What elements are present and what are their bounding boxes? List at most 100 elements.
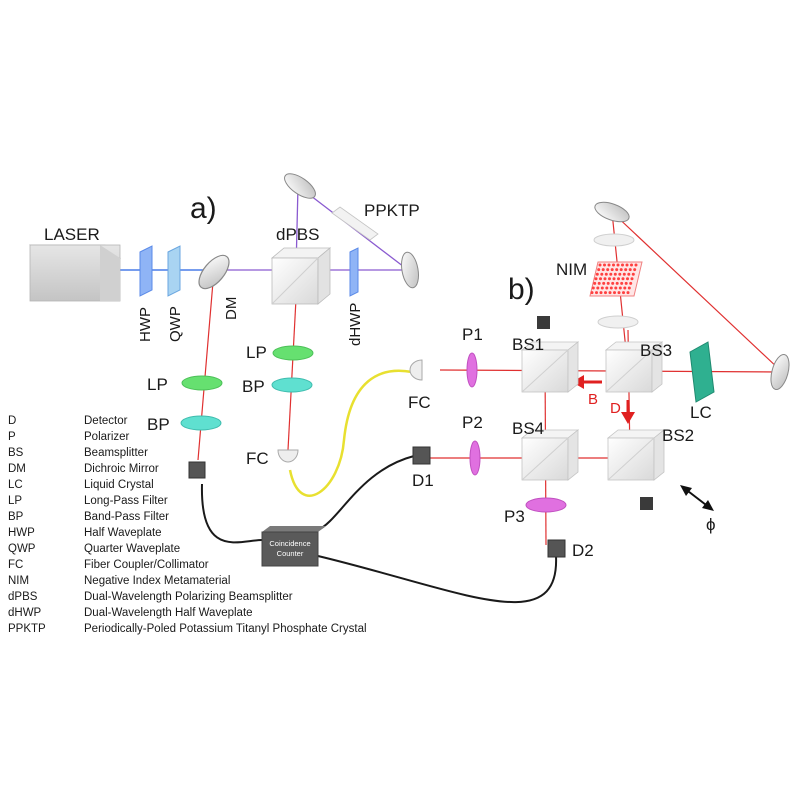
detector-d2 bbox=[547, 539, 566, 558]
lp-filter-left bbox=[181, 375, 223, 391]
legend-desc: Long-Pass Filter bbox=[84, 495, 168, 507]
coincidence-label-line2: Counter bbox=[277, 549, 304, 558]
bp-filter-left bbox=[180, 415, 222, 431]
nim-element bbox=[626, 277, 629, 281]
label-lp-left: LP bbox=[147, 375, 168, 394]
nim-element bbox=[611, 281, 615, 285]
nim-element bbox=[613, 291, 616, 295]
legend-abbr: D bbox=[8, 415, 17, 427]
label-lp-mid: LP bbox=[246, 343, 267, 362]
legend-row: dHWP Dual-Wavelength Half Waveplate bbox=[8, 605, 428, 621]
legend-row: BS Beamsplitter bbox=[8, 445, 428, 461]
legend-desc: Half Waveplate bbox=[84, 527, 162, 539]
nim-element bbox=[601, 268, 605, 272]
beamsplitter-bs1 bbox=[520, 341, 580, 393]
legend-desc: Dual-Wavelength Half Waveplate bbox=[84, 607, 253, 619]
nim-element bbox=[612, 263, 615, 267]
label-hwp: HWP bbox=[137, 307, 154, 342]
legend-abbr: BP bbox=[8, 511, 24, 523]
label-dpbs: dPBS bbox=[276, 225, 319, 244]
nim-element bbox=[615, 268, 619, 272]
label-qwp: QWP bbox=[167, 306, 184, 342]
mirror-far-right bbox=[770, 353, 790, 391]
legend-abbr: FC bbox=[8, 559, 24, 571]
label-phi: ϕ bbox=[706, 515, 716, 534]
beam-block-top bbox=[537, 316, 550, 329]
mirror-nim-top bbox=[594, 201, 630, 223]
nim-element bbox=[603, 277, 607, 281]
nim-element bbox=[613, 272, 617, 276]
nim-element bbox=[597, 268, 601, 272]
nim-element bbox=[624, 268, 628, 272]
label-bp-mid: BP bbox=[242, 377, 265, 396]
cable-left-detector bbox=[200, 483, 263, 544]
legend-abbr: dPBS bbox=[8, 591, 38, 603]
cable-d1 bbox=[317, 455, 415, 531]
legend-row: PPKTP Periodically-Poled Potassium Titany… bbox=[8, 621, 428, 637]
laser bbox=[28, 244, 122, 302]
label-bs2: BS2 bbox=[662, 426, 694, 445]
label-laser: LASER bbox=[44, 225, 100, 244]
coincidence-label-line1: Coincidence bbox=[269, 539, 310, 548]
legend-desc: Periodically-Poled Potassium Titanyl Pho… bbox=[84, 623, 367, 635]
bp-filter-mid bbox=[271, 377, 313, 393]
legend-abbr: DM bbox=[8, 463, 26, 475]
nim-element bbox=[621, 263, 624, 267]
nim-element bbox=[618, 286, 622, 290]
legend-desc: Quarter Waveplate bbox=[84, 543, 181, 555]
legend-abbr: LP bbox=[8, 495, 23, 507]
nim-element bbox=[623, 286, 627, 290]
nim-element bbox=[633, 268, 637, 272]
legend-abbr: dHWP bbox=[8, 607, 42, 619]
nim-element bbox=[608, 277, 611, 281]
nim-element bbox=[621, 277, 625, 281]
label-lc: LC bbox=[690, 403, 712, 422]
legend-abbr: P bbox=[8, 431, 16, 443]
label-path-d: D bbox=[610, 400, 621, 417]
nim-element bbox=[609, 286, 613, 290]
label-d2: D2 bbox=[572, 541, 594, 560]
nim-element bbox=[628, 268, 632, 272]
nim-element bbox=[603, 263, 606, 267]
label-bs4: BS4 bbox=[512, 419, 544, 438]
nim-lens-lower bbox=[597, 315, 639, 329]
nim-element bbox=[630, 277, 634, 281]
nim-element bbox=[595, 291, 598, 295]
nim-element bbox=[634, 263, 638, 267]
nim-element bbox=[616, 263, 620, 267]
nim-element bbox=[620, 281, 624, 285]
legend-abbr: LC bbox=[8, 479, 23, 491]
nim-element bbox=[615, 281, 619, 285]
legend-row: LP Long-Pass Filter bbox=[8, 493, 428, 509]
legend-abbr: PPKTP bbox=[8, 623, 46, 635]
nim-element bbox=[604, 272, 608, 276]
label-dhwp: dHWP bbox=[347, 303, 364, 346]
nim-element bbox=[617, 291, 621, 295]
legend-abbr: NIM bbox=[8, 575, 30, 587]
nim-element bbox=[627, 286, 631, 290]
nim-element bbox=[626, 291, 630, 295]
detector-left bbox=[188, 461, 206, 479]
nim-element bbox=[598, 263, 602, 267]
label-p2: P2 bbox=[462, 413, 483, 432]
nim-element bbox=[599, 291, 603, 295]
mirror-right bbox=[401, 251, 419, 289]
beamsplitter-bs3 bbox=[604, 341, 664, 393]
legend-desc: Dichroic Mirror bbox=[84, 463, 159, 475]
nim-element bbox=[622, 291, 625, 295]
legend-abbr: BS bbox=[8, 447, 24, 459]
nim-element bbox=[590, 291, 594, 295]
nim-element bbox=[631, 272, 635, 276]
nim-element bbox=[605, 286, 609, 290]
nim-element bbox=[618, 272, 622, 276]
nim-element bbox=[591, 286, 595, 290]
lp-filter-mid bbox=[272, 345, 314, 361]
label-fc-right: FC bbox=[408, 393, 431, 412]
label-bs1: BS1 bbox=[512, 335, 544, 354]
legend-desc: Beamsplitter bbox=[84, 447, 148, 459]
